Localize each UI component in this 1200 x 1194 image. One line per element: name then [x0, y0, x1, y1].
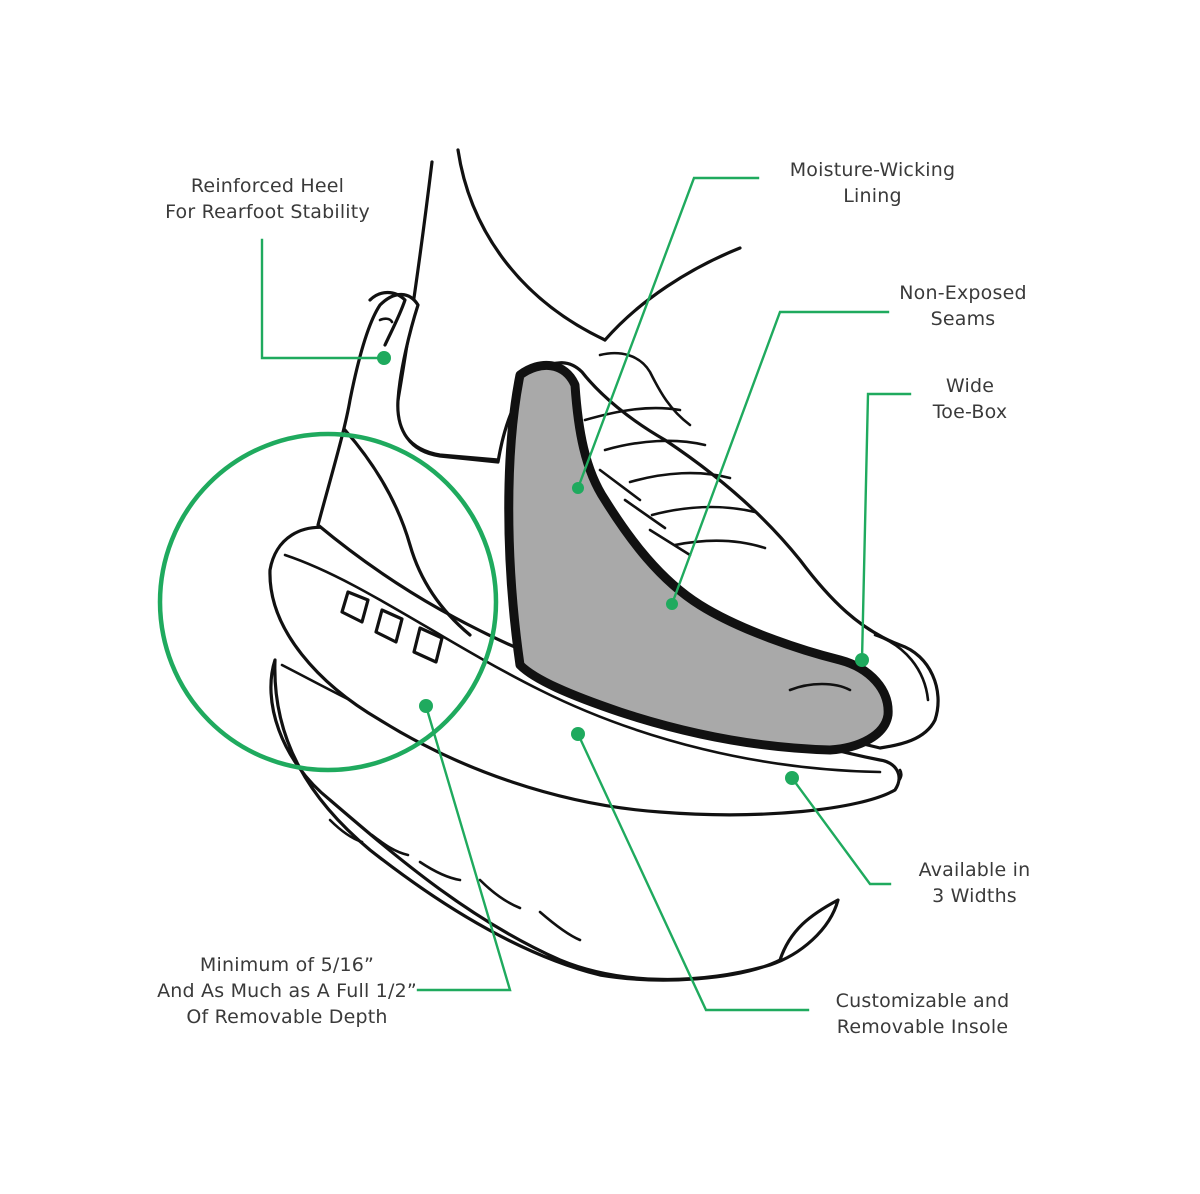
lining-callout-line2: Lining [843, 185, 902, 207]
seams-dot [666, 598, 678, 610]
lining-dot [572, 482, 584, 494]
heel-callout-line1: Reinforced Heel [190, 175, 345, 197]
heel-leader [260, 238, 386, 360]
toebox-callout-line2: Toe-Box [932, 401, 1008, 423]
depth-callout: Minimum of 5/16” And As Much as A Full 1… [132, 952, 442, 1030]
depth-dot [419, 699, 433, 713]
toebox-callout: Wide Toe-Box [905, 373, 1035, 425]
lining-callout: Moisture-Wicking Lining [760, 157, 985, 209]
insole-callout-line2: Removable Insole [836, 1016, 1009, 1038]
depth-callout-line1: Minimum of 5/16” [199, 954, 375, 976]
heel-highlight-circle [157, 431, 499, 773]
insole-callout-line1: Customizable and [835, 990, 1010, 1012]
insole-callout: Customizable and Removable Insole [810, 988, 1035, 1040]
seams-callout: Non-Exposed Seams [878, 280, 1048, 332]
seams-callout-line1: Non-Exposed [899, 282, 1027, 304]
depth-callout-line3: Of Removable Depth [186, 1006, 388, 1028]
toebox-dot [855, 653, 869, 667]
insole-dot [571, 727, 585, 741]
widths-dot [785, 771, 799, 785]
heel-dot [377, 351, 391, 365]
insole-cutaway [504, 360, 893, 755]
depth-leader [416, 704, 512, 992]
leader-dots [377, 351, 869, 785]
leader-lines [260, 176, 912, 1012]
widths-leader [790, 776, 892, 886]
lining-leader [576, 176, 760, 490]
depth-callout-line2: And As Much as A Full 1/2” [157, 980, 417, 1002]
toebox-leader [860, 392, 912, 662]
seams-leader [670, 310, 890, 606]
shoe-upper [316, 290, 940, 750]
seams-callout-line2: Seams [930, 308, 996, 330]
widths-callout-line1: Available in [918, 859, 1031, 881]
widths-callout: Available in 3 Widths [892, 857, 1057, 909]
heel-callout-line2: For Rearfoot Stability [165, 201, 370, 223]
lining-callout-line1: Moisture-Wicking [789, 159, 956, 181]
toebox-callout-line1: Wide [945, 375, 995, 397]
insole-leader [576, 732, 810, 1012]
heel-callout: Reinforced Heel For Rearfoot Stability [140, 173, 395, 225]
widths-callout-line2: 3 Widths [932, 885, 1017, 907]
